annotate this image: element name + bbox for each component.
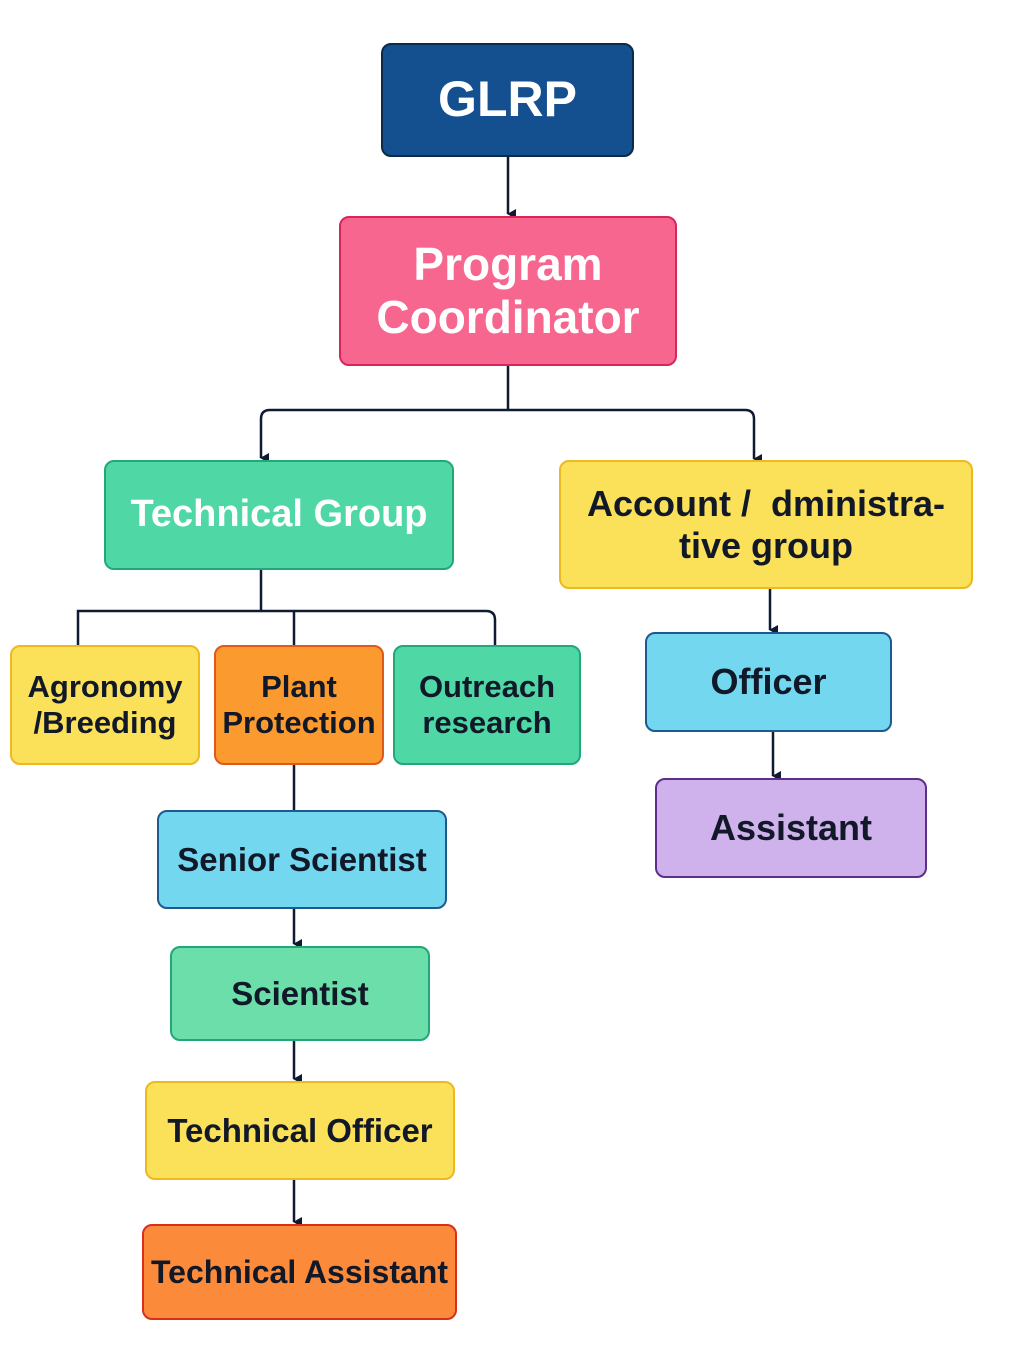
- node-label: Assistant: [709, 807, 873, 849]
- node-label: GLRP: [438, 71, 577, 128]
- node-officer: Officer: [645, 632, 892, 732]
- node-label: Technical Assistant: [151, 1253, 448, 1290]
- node-technical-group: Technical Group: [104, 460, 454, 570]
- node-senior-scientist: Senior Scientist: [157, 810, 447, 909]
- node-label-line2: tive group: [678, 524, 853, 566]
- node-admin-group: Account / dministra- tive group: [559, 460, 973, 589]
- node-label-line1: Plant: [261, 669, 337, 705]
- node-plant-protection: Plant Protection: [214, 645, 384, 765]
- node-label: Program Coordinator: [376, 238, 640, 343]
- node-program-coordinator: Program Coordinator: [339, 216, 677, 366]
- node-label: Scientist: [231, 974, 369, 1012]
- node-technical-officer: Technical Officer: [145, 1081, 455, 1180]
- node-label-line1: Account / dministra-: [586, 483, 946, 525]
- node-label: Officer: [710, 661, 827, 703]
- node-scientist: Scientist: [170, 946, 430, 1041]
- node-glrp: GLRP: [381, 43, 634, 157]
- node-label-line1: Agronomy: [27, 669, 183, 705]
- node-label-line2: research: [422, 705, 552, 740]
- node-label: Technical Officer: [167, 1111, 433, 1149]
- node-agronomy-breeding: Agronomy /Breeding: [10, 645, 200, 765]
- node-outreach-research: Outreach research: [393, 645, 581, 765]
- edge-coordinator-admin: [508, 408, 762, 464]
- node-assistant: Assistant: [655, 778, 927, 878]
- node-label-line2: Protection: [222, 705, 376, 740]
- node-label: Senior Scientist: [177, 840, 427, 878]
- edge-coordinator-technical: [259, 408, 508, 463]
- node-label-line2: /Breeding: [33, 705, 177, 740]
- node-label-line1: Outreach: [418, 669, 556, 705]
- node-technical-assistant: Technical Assistant: [142, 1224, 457, 1320]
- edge-technical-branches: [76, 609, 497, 645]
- node-label: Technical Group: [130, 493, 428, 536]
